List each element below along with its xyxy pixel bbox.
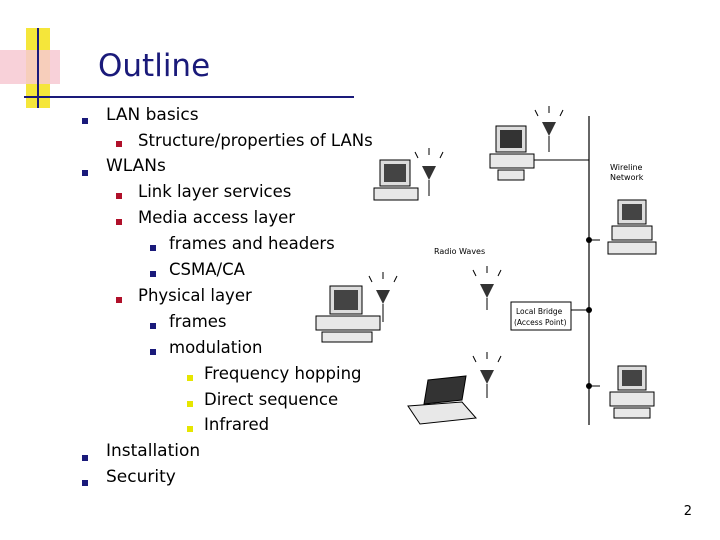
laptop-icon (407, 375, 478, 425)
bullet-l1 (82, 480, 88, 486)
computer-icon (315, 285, 381, 343)
bullet-l3 (150, 271, 156, 277)
slide-title: Outline (98, 48, 211, 84)
antenna-icon (472, 352, 502, 398)
decor-square-pink (0, 50, 60, 84)
bullet-l1 (82, 455, 88, 461)
bullet-l3 (150, 349, 156, 355)
antenna-icon (472, 266, 502, 310)
node-dot (586, 383, 592, 389)
outline-item-wlans: WLANs (106, 156, 166, 176)
computer-icon (609, 365, 655, 419)
bullet-l1 (82, 118, 88, 124)
outline-item-frequency-hopping: Frequency hopping (204, 364, 362, 383)
wlan-diagram: Wireline Network Radio Waves Local Bridg… (315, 106, 657, 425)
bullet-l3 (150, 245, 156, 251)
computer-icon (489, 125, 535, 181)
outline-item-installation: Installation (106, 441, 201, 461)
bullet-l3 (150, 323, 156, 329)
outline-item-link-layer-services: Link layer services (138, 182, 292, 201)
outline-item-media-access-layer: Media access layer (138, 208, 296, 227)
outline-item-csma-ca: CSMA/CA (169, 260, 245, 279)
outline-item-modulation: modulation (169, 338, 263, 357)
local-bridge-label-line2: (Access Point) (514, 318, 567, 327)
page-number: 2 (683, 504, 692, 519)
bullet-l2 (116, 141, 122, 147)
radio-waves-label: Radio Waves (434, 247, 485, 256)
corner-decoration (0, 0, 354, 110)
bullet-l2 (116, 193, 122, 199)
antenna-icon (414, 148, 444, 196)
outline-item-security: Security (106, 467, 176, 487)
outline-item-lan-basics: LAN basics (106, 105, 199, 125)
local-bridge-label-line1: Local Bridge (516, 307, 563, 316)
bullet-l2 (116, 219, 122, 225)
antenna-icon (534, 106, 564, 152)
outline-item-direct-sequence: Direct sequence (204, 390, 339, 409)
wireline-network-label-line2: Network (610, 173, 644, 182)
outline-item-physical-layer: Physical layer (138, 286, 252, 305)
wireline-network-label-line1: Wireline (610, 163, 643, 172)
node-dot (586, 237, 592, 243)
server-icon (607, 199, 657, 255)
outline-item-frames: frames (169, 312, 227, 331)
outline-item-infrared: Infrared (204, 415, 270, 434)
decor-line-vertical (37, 28, 39, 108)
bullet-l4 (187, 375, 193, 381)
local-bridge-box (510, 301, 572, 331)
antenna-icon (368, 272, 398, 322)
computer-icon (373, 159, 419, 201)
decor-line-horizontal (24, 96, 354, 98)
bullet-l4 (187, 401, 193, 407)
bullet-l1 (82, 170, 88, 176)
outline-item-structure-properties: Structure/properties of LANs (138, 131, 373, 150)
bullet-l4 (187, 426, 193, 432)
outline-item-frames-and-headers: frames and headers (169, 234, 335, 253)
node-dot (586, 307, 592, 313)
bullet-l2 (116, 297, 122, 303)
